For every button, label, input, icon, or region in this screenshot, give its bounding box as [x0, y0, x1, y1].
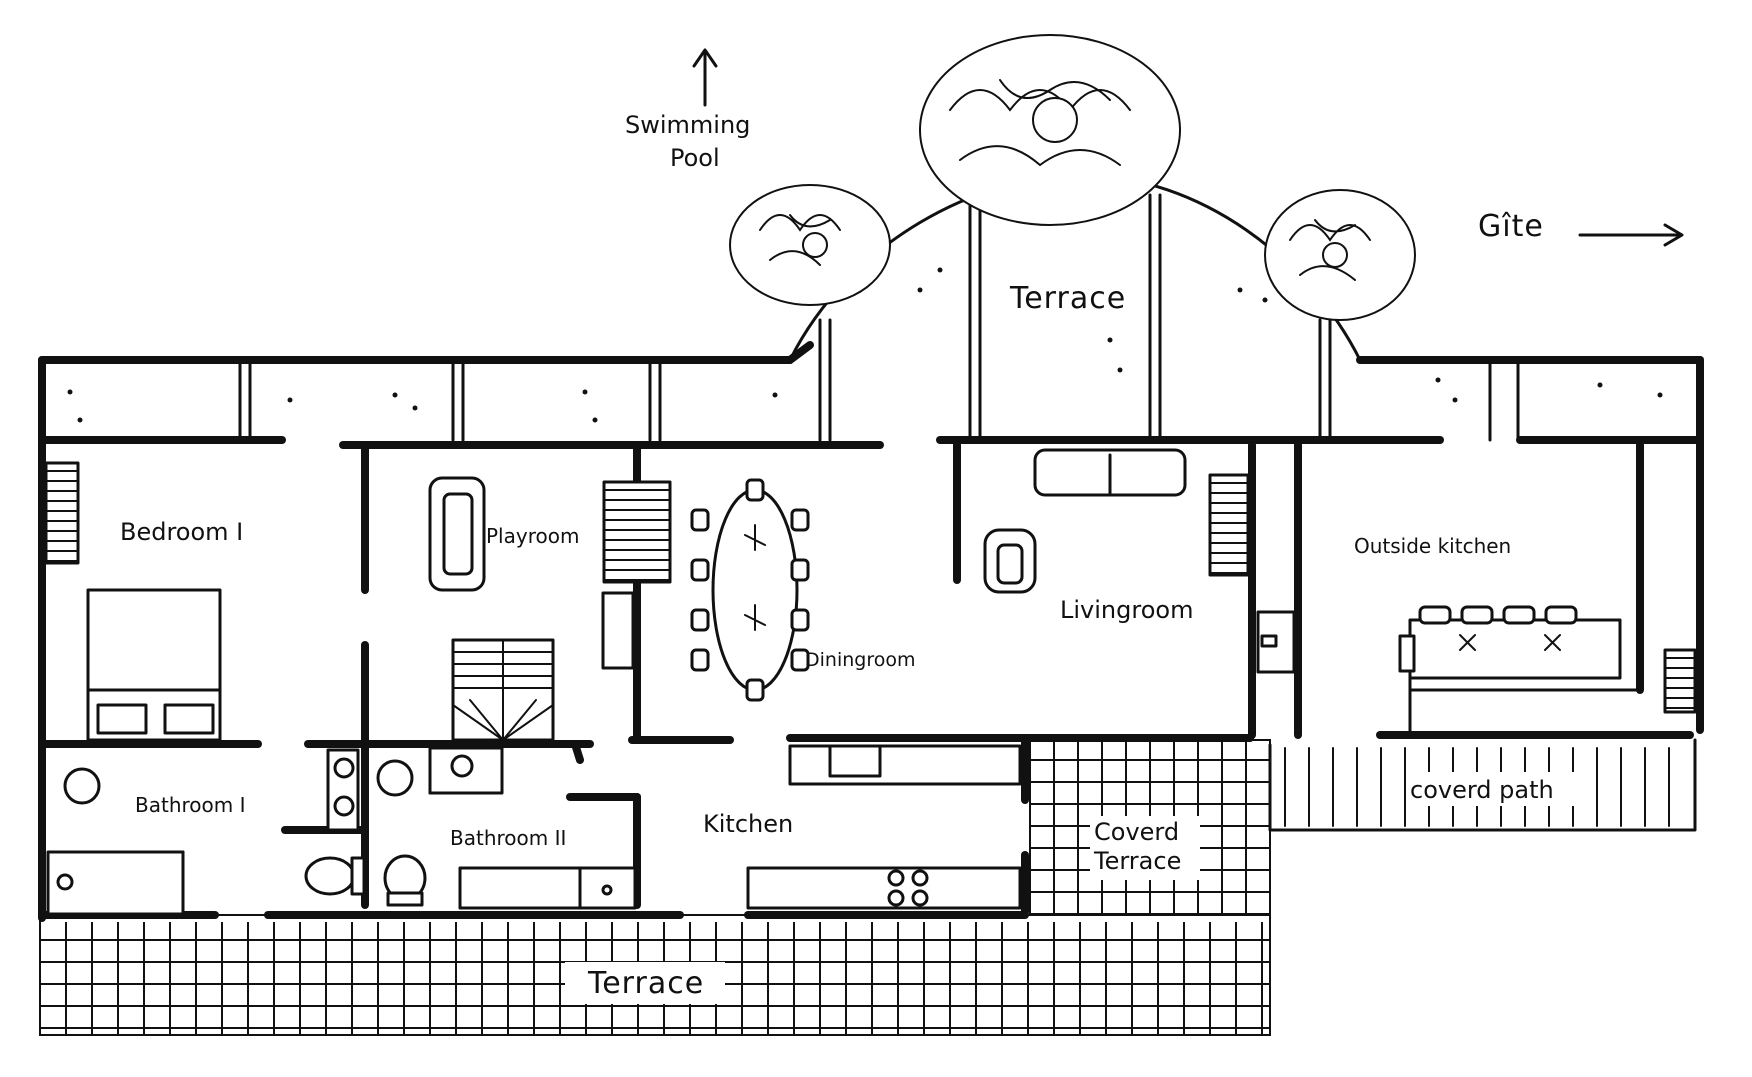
playroom-label: Playroom — [486, 524, 579, 548]
bathroom-2-label: Bathroom II — [450, 826, 566, 850]
dining-table — [601, 478, 810, 702]
livingroom-label: Livingroom — [1060, 596, 1193, 624]
kitchen-label: Kitchen — [703, 810, 793, 838]
living-cabinet — [1256, 610, 1296, 674]
diningroom-label: Diningroom — [805, 649, 915, 671]
outside-kitchen-counter — [1398, 605, 1642, 737]
covered-path-label: coverd path — [1410, 776, 1554, 804]
stairs — [451, 638, 555, 742]
covered-terrace-label-2: Terrace — [1093, 847, 1181, 875]
swimming-pool-label-2: Pool — [670, 144, 720, 172]
terrace-bottom-label: Terrace — [587, 966, 704, 1001]
north-veranda — [38, 267, 1704, 442]
bedroom-1-label: Bedroom I — [120, 518, 243, 546]
terrace-top-label: Terrace — [1009, 281, 1126, 316]
arrow-right-icon — [1578, 223, 1684, 247]
arrow-up-icon — [692, 48, 718, 107]
swimming-pool-label-1: Swimming — [625, 111, 750, 139]
kitchen-counters — [746, 744, 1022, 910]
covered-terrace-label-1: Coverd — [1094, 818, 1179, 846]
living-sofa — [1033, 448, 1187, 497]
bathroom-2-fixtures — [376, 746, 637, 910]
tree-left — [729, 184, 891, 306]
outside-kitchen-label: Outside kitchen — [1354, 534, 1511, 558]
tree-center — [919, 34, 1181, 226]
bathroom-1-label: Bathroom I — [135, 793, 246, 817]
living-armchair — [983, 528, 1037, 594]
bathroom-1-fixtures — [46, 748, 366, 916]
walls — [38, 356, 1704, 922]
bed — [86, 588, 222, 742]
gite-label: Gîte — [1478, 209, 1544, 244]
windows — [44, 461, 1697, 714]
playroom-sofa — [428, 476, 486, 592]
tree-right — [1264, 189, 1416, 321]
